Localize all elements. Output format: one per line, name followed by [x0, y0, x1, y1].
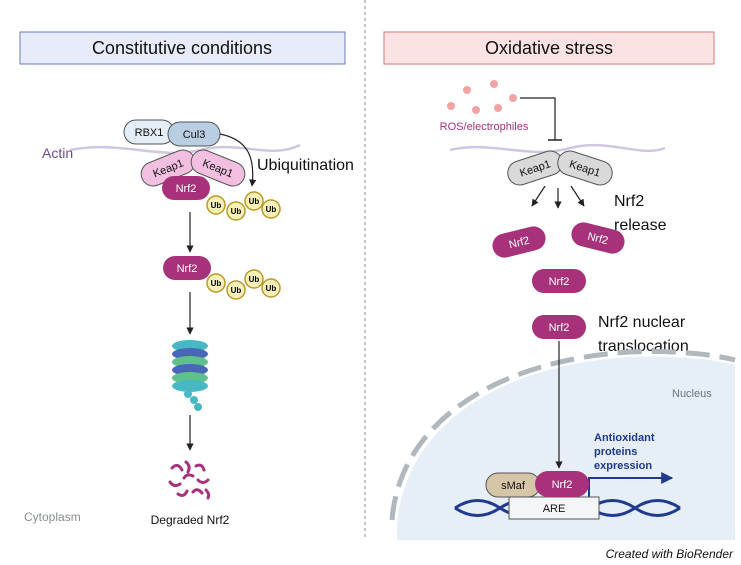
- svg-text:Ub: Ub: [231, 207, 242, 216]
- ros-label: ROS/electrophiles: [440, 121, 529, 133]
- degraded-nrf2-label: Degraded Nrf2: [151, 513, 230, 527]
- nucleus-label: Nucleus: [672, 388, 712, 400]
- nrf2-release-line1: Nrf2: [614, 193, 644, 210]
- release-arrow-right: [570, 185, 585, 207]
- nrf2-released-a: [492, 226, 546, 258]
- proteasome-icon: [172, 340, 208, 411]
- credit-bar: [0, 540, 741, 565]
- keap1-left-b: [190, 149, 246, 187]
- actin-label: Actin: [42, 145, 73, 161]
- left-panel-title: Constitutive conditions: [92, 38, 272, 58]
- antioxidant-line3: expression: [594, 460, 652, 472]
- antioxidant-line2: proteins: [594, 446, 637, 458]
- svg-text:Nrf2: Nrf2: [586, 231, 609, 248]
- svg-text:Ub: Ub: [211, 279, 222, 288]
- nrf2-release-line2: release: [614, 217, 667, 234]
- cytoplasm-label: Cytoplasm: [24, 510, 81, 524]
- right-panel-title: Oxidative stress: [485, 38, 613, 58]
- svg-text:Ub: Ub: [266, 205, 277, 214]
- smaf-label: sMaf: [501, 480, 526, 492]
- svg-text:Ub: Ub: [266, 284, 277, 293]
- translocation-line1: Nrf2 nuclear: [598, 314, 686, 331]
- nrf2-ubiquitinated: [163, 256, 211, 280]
- svg-text:Ub: Ub: [211, 201, 222, 210]
- right-panel: Oxidative stress ROS/electrophiles Keap1…: [383, 31, 736, 540]
- svg-text:Nrf2: Nrf2: [508, 235, 531, 252]
- svg-text:Ub: Ub: [249, 275, 260, 284]
- ros-inhibition: [520, 97, 556, 140]
- are-label: ARE: [543, 503, 566, 515]
- rbx1-label: RBX1: [135, 127, 164, 139]
- svg-text:Nrf2: Nrf2: [549, 322, 570, 334]
- ub-chain-2: Ub Ub Ub Ub: [206, 269, 281, 300]
- ub-chain-1: Ub Ub Ub Ub: [206, 191, 281, 221]
- ubiquitination-arrow: [219, 133, 257, 187]
- actin-filament-right: [449, 143, 666, 154]
- ubiquitination-label: Ubiquitination: [257, 157, 354, 174]
- credit-label: Created with BioRender: [606, 547, 734, 561]
- nrf2-bound: [162, 176, 210, 200]
- right-panel-header: [383, 31, 715, 65]
- nucleus-membrane: [389, 349, 736, 521]
- antioxidant-line1: Antioxidant: [594, 432, 655, 444]
- nrf2-ubiquitinated-label: Nrf2: [177, 263, 198, 275]
- nucleus-interior: [397, 356, 735, 540]
- nrf2-bound-label: Nrf2: [176, 183, 197, 195]
- svg-text:Nrf2: Nrf2: [552, 479, 573, 491]
- nrf2-released-c: [532, 269, 586, 293]
- svg-text:Ub: Ub: [249, 197, 260, 206]
- degraded-fragments-icon: [168, 460, 211, 500]
- nrf2-released-b: [571, 222, 625, 254]
- cul3-label: Cul3: [183, 129, 206, 141]
- nrf2-translocating: [532, 315, 586, 339]
- ros-particles-icon: [447, 80, 517, 114]
- left-panel-header: [19, 31, 346, 65]
- left-panel: Constitutive conditions Actin RBX1 Cul3 …: [19, 31, 354, 527]
- release-arrow-left: [531, 185, 546, 207]
- svg-text:Nrf2: Nrf2: [549, 276, 570, 288]
- transcription-arrow: [588, 472, 674, 500]
- nrf2-nuclear: [535, 471, 589, 497]
- svg-text:Ub: Ub: [231, 286, 242, 295]
- keap1-right-b: [557, 150, 613, 186]
